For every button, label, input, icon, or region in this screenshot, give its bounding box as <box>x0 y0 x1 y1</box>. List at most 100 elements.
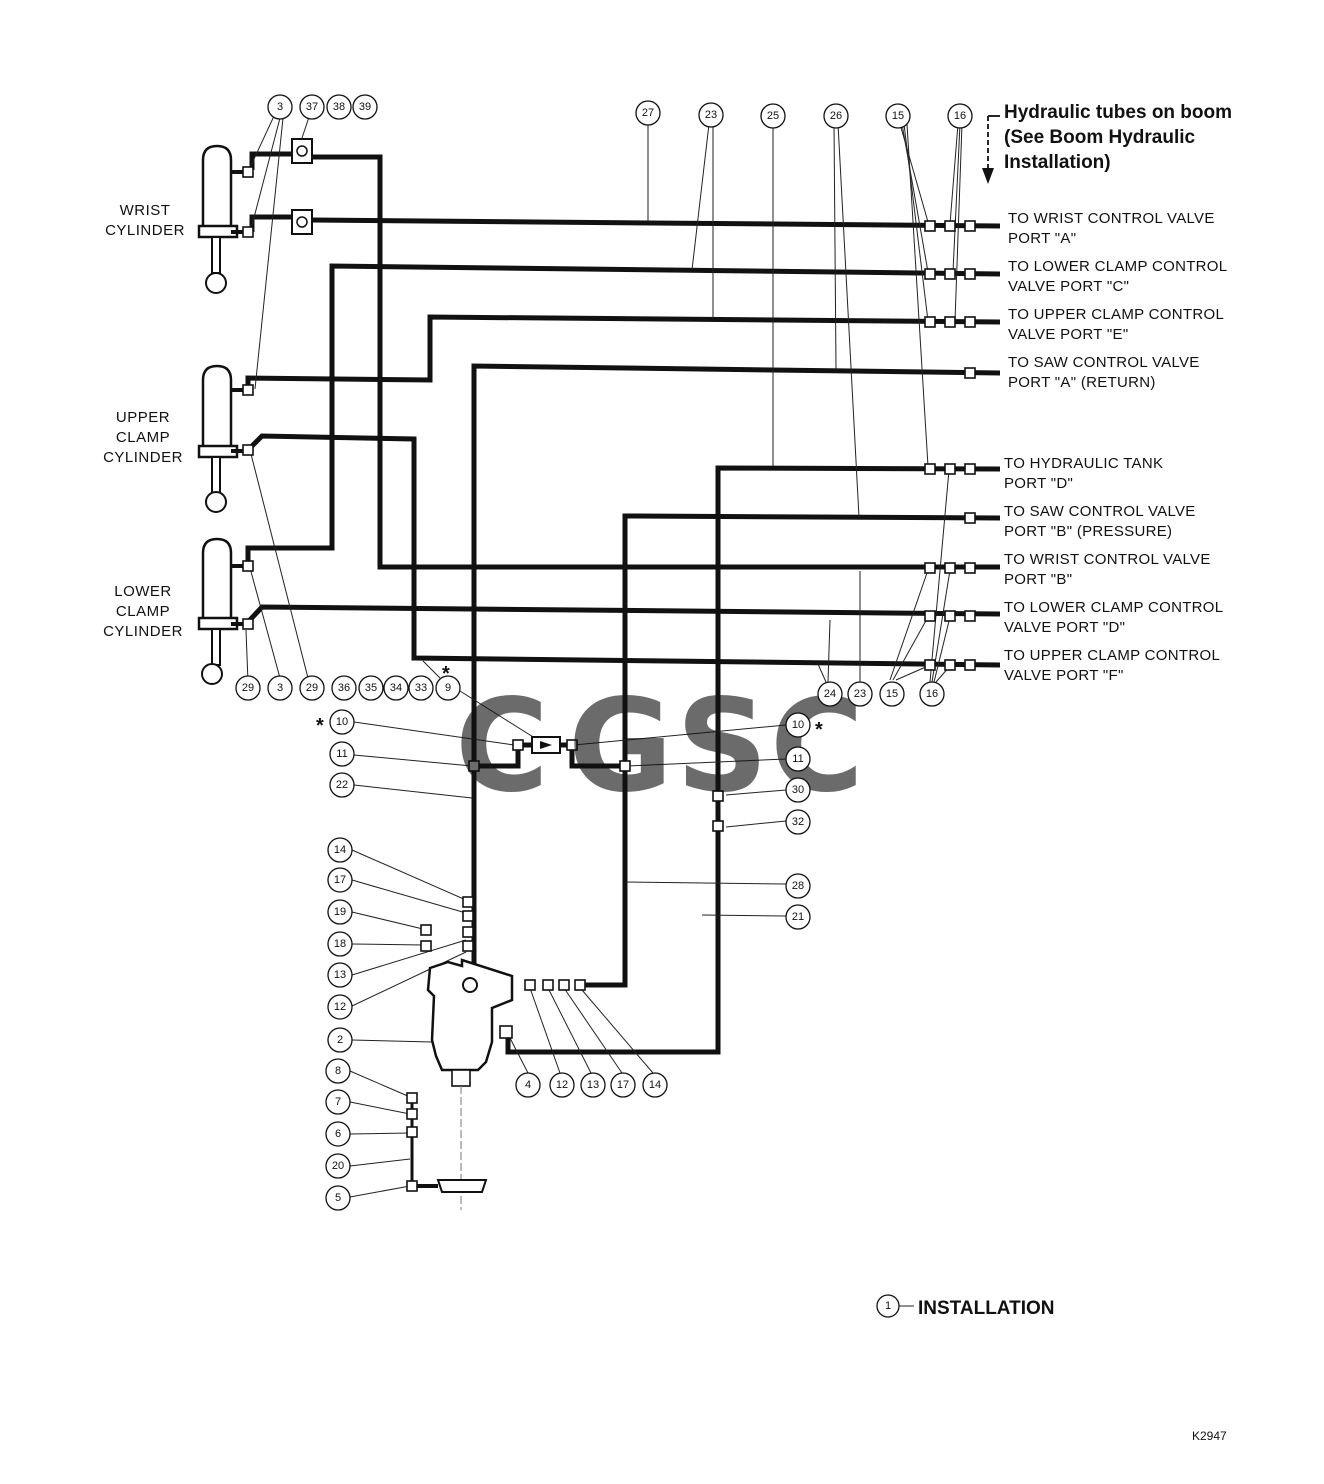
port-4-line-1: TO SAW CONTROL VALVE <box>1008 354 1200 371</box>
note-line-3: Installation) <box>1004 152 1111 173</box>
callout-right-check-0: 10 <box>785 712 811 738</box>
callout-number: 37 <box>306 101 318 113</box>
port-2-line-2: VALVE PORT "C" <box>1008 278 1129 295</box>
port-6-line-2: PORT "B" (PRESSURE) <box>1004 523 1172 540</box>
fitting <box>964 610 976 622</box>
callout-motor-left-2: 19 <box>327 899 353 925</box>
callout-right-check-3: 32 <box>785 809 811 835</box>
fitting <box>524 979 536 991</box>
port-7-line-2: PORT "B" <box>1004 571 1072 588</box>
callout-number: 8 <box>335 1065 341 1077</box>
callout-top-4: 15 <box>885 103 911 129</box>
callout-motor-left-3: 18 <box>327 931 353 957</box>
port-9-line-2: VALVE PORT "F" <box>1004 667 1124 684</box>
fitting <box>406 1180 418 1192</box>
fitting <box>944 268 956 280</box>
callout-top-left-0: 3 <box>267 94 293 120</box>
tube-lower-d <box>246 604 1001 624</box>
callout-circle <box>785 873 811 899</box>
callout-motor-left-10: 20 <box>325 1153 351 1179</box>
note-line-2: (See Boom Hydraulic <box>1004 127 1196 148</box>
callout-top-2: 25 <box>760 103 786 129</box>
callout-motor-left-6: 2 <box>327 1027 353 1053</box>
fitting <box>964 367 976 379</box>
callout-number: 30 <box>792 784 804 796</box>
callout-number: 14 <box>334 844 346 856</box>
callout-number: 10 <box>336 716 348 728</box>
port-5-line-2: PORT "D" <box>1004 475 1073 492</box>
fitting <box>406 1092 418 1104</box>
lower-label-1: LOWER <box>114 583 172 600</box>
legend-text: INSTALLATION <box>918 1298 1055 1319</box>
callout-circle <box>885 103 911 129</box>
callout-number: 3 <box>277 101 283 113</box>
callout-circle <box>642 1072 668 1098</box>
callout-number: 25 <box>767 110 779 122</box>
port-labels: TO WRIST CONTROL VALVE PORT "A" TO LOWER… <box>1004 210 1227 684</box>
legend: 1 INSTALLATION <box>876 1294 1055 1319</box>
figure-code: K2947 <box>1192 1429 1227 1443</box>
fitting <box>242 384 254 396</box>
wrist-label-1: WRIST <box>120 202 171 219</box>
callout-top-0: 27 <box>635 100 661 126</box>
callout-top-3: 26 <box>823 103 849 129</box>
fittings <box>242 166 976 1192</box>
callout-number: 28 <box>792 880 804 892</box>
callout-circle <box>327 899 353 925</box>
tube-check-right <box>560 742 625 769</box>
callout-number: 13 <box>334 969 346 981</box>
tube-wrist-rod-upper <box>312 154 1000 570</box>
fitting <box>924 610 936 622</box>
callout-right-cluster-0: 24 <box>817 681 843 707</box>
callout-circle <box>515 1072 541 1098</box>
cylinder-labels: WRIST CYLINDER UPPER CLAMP CYLINDER LOWE… <box>103 202 184 640</box>
fitting <box>406 1108 418 1120</box>
fitting <box>924 659 936 671</box>
fitting <box>944 610 956 622</box>
watermark-letter-g: G <box>568 672 673 821</box>
callout-circle <box>267 675 293 701</box>
fitting <box>462 940 474 952</box>
callout-circle <box>329 709 355 735</box>
callout-circle <box>823 103 849 129</box>
valve-block-37 <box>291 138 313 235</box>
fitting <box>964 659 976 671</box>
callout-right-check-5: 21 <box>785 904 811 930</box>
port-7-line-1: TO WRIST CONTROL VALVE <box>1004 551 1211 568</box>
fitting <box>964 463 976 475</box>
tube-upper-e <box>245 314 1001 389</box>
callout-circle <box>299 675 325 701</box>
callout-top-left-2: 38 <box>326 94 352 120</box>
callout-circle <box>785 712 811 738</box>
fitting <box>574 979 586 991</box>
callout-number: 12 <box>556 1079 568 1091</box>
fitting <box>924 463 936 475</box>
note-line-1: Hydraulic tubes on boom <box>1004 102 1232 123</box>
callout-motor-left-7: 8 <box>325 1058 351 1084</box>
callout-right-cluster-2: 15 <box>879 681 905 707</box>
callout-right-check-2: 30 <box>785 777 811 803</box>
asterisks: * * * <box>316 663 823 741</box>
callout-left-check-0: 10 <box>329 709 355 735</box>
port-8-line-2: VALVE PORT "D" <box>1004 619 1125 636</box>
fitting <box>944 659 956 671</box>
fitting <box>712 790 724 802</box>
tube-wrist-a-run <box>311 217 1001 229</box>
callout-top-left-1: 37 <box>299 94 325 120</box>
callout-bottom-row-6: 33 <box>408 675 434 701</box>
hydraulic-lines <box>245 151 1001 1055</box>
callout-number: 12 <box>334 1001 346 1013</box>
port-3-line-1: TO UPPER CLAMP CONTROL <box>1008 306 1224 323</box>
callout-number: 9 <box>445 682 451 694</box>
tube-check-left <box>474 742 532 769</box>
callout-number: 15 <box>892 110 904 122</box>
callout-circle <box>785 777 811 803</box>
tube-saw-pressure <box>584 513 1001 988</box>
callout-number: 18 <box>334 938 346 950</box>
callout-bottom-row-1: 3 <box>267 675 293 701</box>
callout-top-left-3: 39 <box>352 94 378 120</box>
callout-bottom-row-3: 36 <box>331 675 357 701</box>
port-4-line-2: PORT "A" (RETURN) <box>1008 374 1156 391</box>
callout-number: 16 <box>954 110 966 122</box>
callout-circle <box>785 746 811 772</box>
